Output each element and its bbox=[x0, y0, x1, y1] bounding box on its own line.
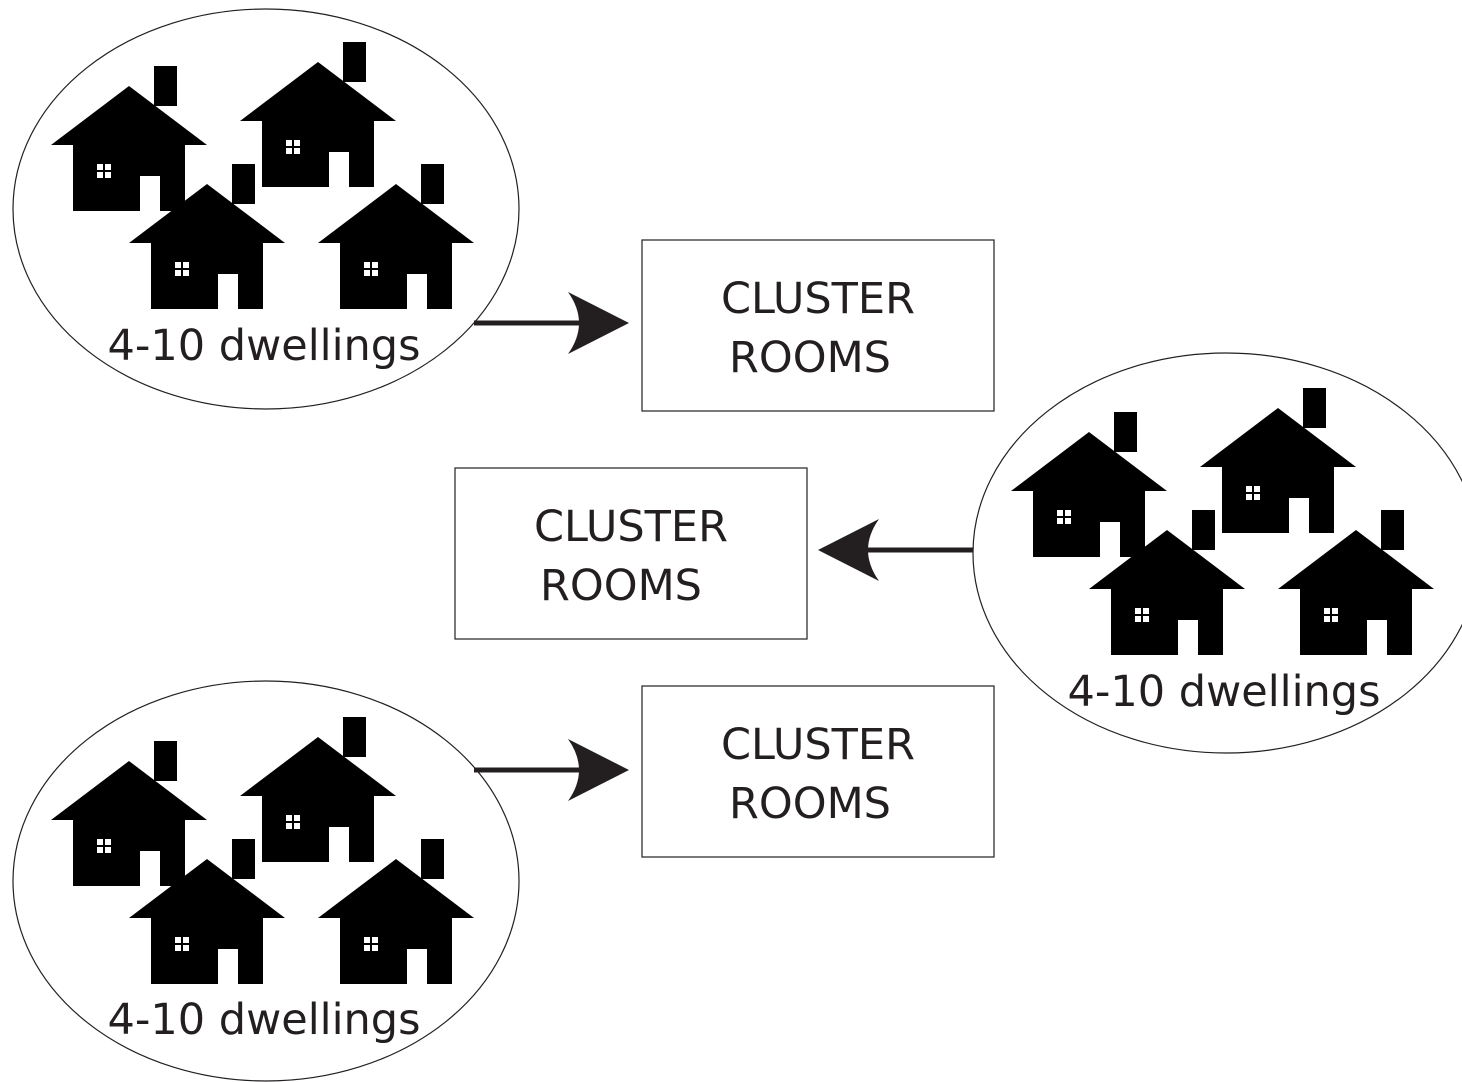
dwelling-cluster-2: 4-10 dwellings bbox=[972, 352, 1462, 754]
house-icon bbox=[1200, 388, 1356, 533]
cluster-label: 4-10 dwellings bbox=[108, 995, 421, 1045]
arrow-icon bbox=[818, 519, 973, 581]
box-line-1: CLUSTER bbox=[721, 720, 915, 770]
box-line-2: ROOMS bbox=[540, 561, 702, 611]
cluster-rooms-box-3: CLUSTER ROOMS bbox=[641, 685, 995, 858]
cluster-boundary bbox=[12, 680, 520, 1082]
box-line-2: ROOMS bbox=[729, 779, 891, 829]
cluster-boundary bbox=[972, 352, 1462, 754]
cluster-boundary bbox=[12, 8, 520, 410]
dwelling-cluster-1: 4-10 dwellings bbox=[12, 8, 520, 410]
house-icon bbox=[1011, 412, 1167, 557]
house-icon bbox=[240, 717, 396, 862]
cluster-rooms-box-2: CLUSTER ROOMS bbox=[454, 467, 808, 640]
cluster-label: 4-10 dwellings bbox=[1068, 667, 1381, 717]
box-line-1: CLUSTER bbox=[534, 502, 728, 552]
arrow-icon bbox=[474, 292, 629, 354]
house-icon bbox=[51, 66, 207, 211]
dwelling-cluster-3: 4-10 dwellings bbox=[12, 680, 520, 1082]
house-icon bbox=[51, 741, 207, 886]
cluster-rooms-box-1: CLUSTER ROOMS bbox=[641, 239, 995, 412]
house-icon bbox=[240, 42, 396, 187]
cluster-label: 4-10 dwellings bbox=[108, 321, 421, 371]
box-line-2: ROOMS bbox=[729, 333, 891, 383]
arrow-icon bbox=[474, 739, 629, 801]
box-line-1: CLUSTER bbox=[721, 274, 915, 324]
